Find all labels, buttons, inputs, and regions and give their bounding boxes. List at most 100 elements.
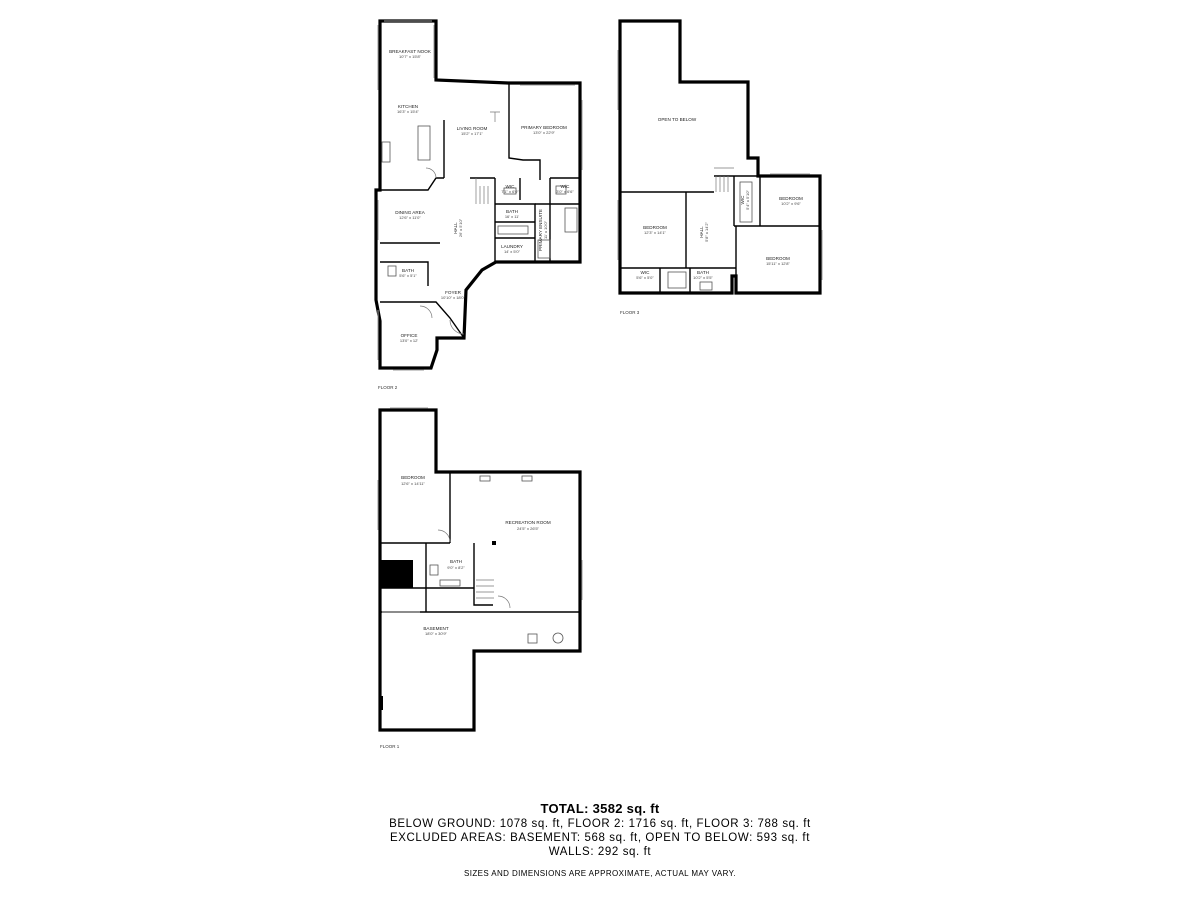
stairs	[479, 186, 489, 204]
kitchen-island	[417, 125, 431, 161]
room-name: W/C	[561, 184, 571, 189]
room-dims: 5'4" x 5'10"	[745, 190, 750, 210]
room-dims: 12'3" x 14'1"	[644, 230, 667, 235]
room-name: BREAKFAST NOOK	[389, 49, 432, 54]
room-name: BEDROOM	[401, 475, 425, 480]
window-well	[479, 475, 491, 482]
stairs	[476, 579, 494, 599]
door-swing	[419, 305, 433, 319]
floor-1-interior-walls	[380, 472, 580, 613]
stairs	[715, 176, 729, 192]
toilet	[555, 185, 567, 195]
shower	[537, 239, 551, 259]
room-name: BATH	[450, 559, 462, 564]
room-dims: 12'6" x 14'11"	[401, 481, 425, 486]
room-name: FOYER	[445, 290, 462, 295]
floor-1-windows	[377, 407, 583, 613]
room-name: WIC	[740, 195, 745, 205]
floor-3-label: FLOOR 3	[620, 310, 640, 315]
door-swing	[497, 595, 511, 609]
room-dims: 13'0" x 12'	[400, 338, 419, 343]
bath-tub	[667, 271, 687, 289]
room-name: WIC	[506, 184, 516, 189]
room-dims: 13'0" x 22'9"	[533, 130, 556, 135]
floor-1-exterior-wall	[378, 408, 582, 732]
bath-toilet	[429, 564, 439, 576]
disclaimer: SIZES AND DIMENSIONS ARE APPROXIMATE, AC…	[463, 869, 737, 878]
floor-2-labels: BREAKFAST NOOK 10'7" x 15'8" KITCHEN 16'…	[378, 49, 574, 390]
floor-1-labels: BEDROOM 12'6" x 14'11" RECREATION ROOM 2…	[380, 475, 551, 749]
room-dims: 15'2" x 17'1"	[461, 131, 484, 136]
laundry-counter	[497, 225, 529, 235]
room-dims: 5'6" x 5'1"	[399, 273, 417, 278]
floor-2-plan: BREAKFAST NOOK 10'7" x 15'8" KITCHEN 16'…	[374, 19, 583, 390]
floor-1-plan: BEDROOM 12'6" x 14'11" RECREATION ROOM 2…	[377, 407, 583, 749]
room-dims: 10'7" x 15'8"	[399, 54, 422, 59]
bath-toilet	[387, 265, 397, 277]
room-dims: 24'5" x 26'5"	[517, 526, 540, 531]
room-name: WIC	[641, 270, 651, 275]
room-dims: 16' x 11'	[505, 214, 520, 219]
room-name: PRIMARY BEDROOM	[521, 125, 567, 130]
room-dims: 5'6" x 5'0"	[636, 275, 654, 280]
floor-3-windows	[617, 50, 823, 280]
room-name: BATH	[697, 270, 709, 275]
room-name: BASEMENT	[423, 626, 448, 631]
door-swing	[437, 529, 451, 543]
room-name: HALL	[453, 222, 458, 234]
room-name: BEDROOM	[766, 256, 790, 261]
room-dims: 9'0" x 8'2"	[447, 565, 465, 570]
room-name: HALL	[699, 226, 704, 238]
walls-area: WALLS: 292 sq. ft	[548, 846, 652, 858]
room-dims: 18'0" x 30'9"	[425, 631, 448, 636]
room-dims: 10'2" x 5'5"	[693, 275, 713, 280]
bath-vanity	[439, 579, 461, 587]
fireplace	[490, 111, 500, 122]
room-name: OPEN TO BELOW	[658, 117, 697, 122]
room-dims: 11' x 10'0"	[543, 220, 548, 239]
area-breakdown: BELOW GROUND: 1078 sq. ft, FLOOR 2: 1716…	[389, 818, 811, 830]
room-dims: 26' x 5'10"	[458, 218, 463, 237]
floor-2-fixtures	[381, 111, 578, 335]
vanity	[564, 207, 578, 233]
room-name: OFFICE	[401, 333, 418, 338]
room-name: LAUNDRY	[501, 244, 523, 249]
floor-3-plan: OPEN TO BELOW BEDROOM 12'3" x 14'1" BEDR…	[617, 19, 823, 315]
room-dims: 3'0" x 6'6"	[556, 189, 574, 194]
room-dims: 14' x 5'0"	[504, 249, 521, 254]
floor-3-fixtures	[667, 167, 753, 291]
room-dims: 5'8" x 14'2"	[704, 222, 709, 242]
room-dims: 10'2" x 9'6"	[781, 201, 801, 206]
door-swing	[425, 167, 437, 179]
vanity	[699, 281, 713, 291]
room-name: DINING AREA	[395, 210, 426, 215]
closet-rail	[503, 187, 517, 195]
room-dims: 12'6" x 11'0"	[399, 215, 421, 220]
floor-2-label: FLOOR 2	[378, 385, 398, 390]
floor-3-labels: OPEN TO BELOW BEDROOM 12'3" x 14'1" BEDR…	[620, 117, 803, 315]
post	[492, 541, 496, 545]
total-area: TOTAL: 3582 sq. ft	[540, 801, 660, 816]
mechanical-block	[381, 560, 413, 588]
floor-1-label: FLOOR 1	[380, 744, 400, 749]
floor-3-interior-walls	[620, 175, 820, 293]
room-name: BATH	[402, 268, 414, 273]
door-swing	[449, 319, 465, 335]
room-dims: 15'11" x 12'8"	[766, 261, 790, 266]
room-name: BEDROOM	[779, 196, 803, 201]
floor-3-exterior-wall	[618, 19, 822, 295]
room-name: LIVING ROOM	[457, 126, 488, 131]
kitchen-counter	[381, 141, 391, 163]
wall-marker	[380, 696, 383, 710]
room-name: PRIMARY ENSUITE	[538, 209, 543, 251]
room-name: KITCHEN	[398, 104, 418, 109]
floor-1-fixtures	[429, 475, 564, 644]
utility-box	[527, 633, 538, 644]
room-dims: 7'1" x 6'0"	[501, 189, 519, 194]
floor-2-windows	[377, 20, 583, 371]
room-dims: 10'10" x 18'0"	[441, 295, 466, 300]
room-dims: 16'3" x 15'4"	[397, 109, 420, 114]
water-heater	[552, 632, 564, 644]
room-name: BATH	[506, 209, 518, 214]
